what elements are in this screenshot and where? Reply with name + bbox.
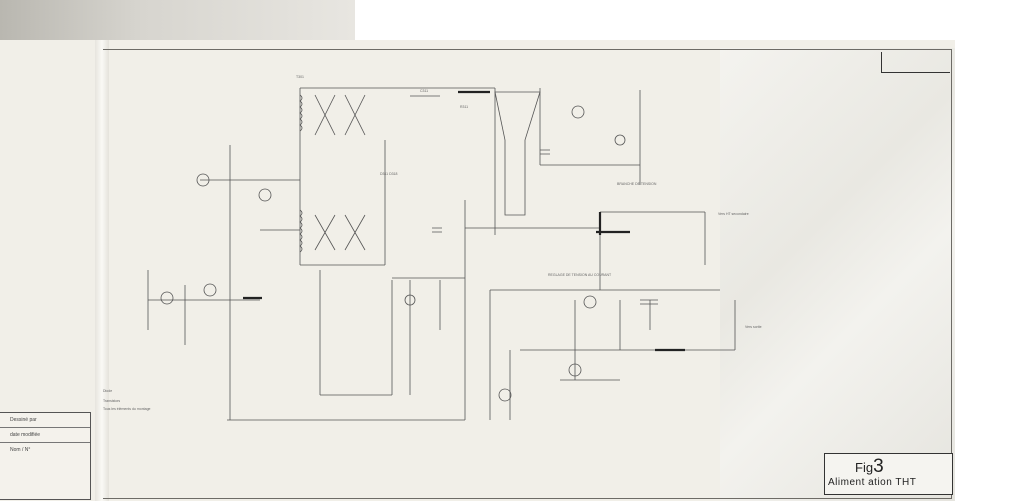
svg-text:Diode: Diode (103, 389, 112, 393)
svg-text:T301: T301 (296, 75, 304, 79)
svg-text:Vers HT secondaire: Vers HT secondaire (718, 212, 749, 216)
figure-number: 3 (873, 456, 884, 477)
drawing-frame (103, 49, 952, 499)
wrinkled-paper-area (720, 48, 955, 501)
figure-caption: Aliment ation THT (828, 477, 917, 488)
svg-text:D311 D318: D311 D318 (380, 172, 398, 176)
corner-title-box (881, 52, 950, 73)
title-block-date: date modifiée (0, 428, 90, 443)
svg-text:BRANCHE DE TENSION: BRANCHE DE TENSION (617, 182, 657, 186)
title-block: Dessiné par date modifiée Nom / N° (0, 412, 91, 500)
figure-label: Fig3 (855, 456, 884, 478)
svg-text:Transistors: Transistors (103, 399, 120, 403)
paper-fold (95, 40, 109, 501)
figure-title-box: Fig3 Aliment ation THT (824, 453, 953, 495)
svg-text:R311: R311 (460, 105, 468, 109)
svg-text:REGLAGE DE TENSION AU COURANT: REGLAGE DE TENSION AU COURANT (548, 273, 612, 277)
title-block-author: Dessiné par (0, 413, 90, 428)
title-block-name: Nom / N° (10, 447, 31, 453)
svg-text:C311: C311 (420, 89, 428, 93)
figure-prefix: Fig (855, 460, 874, 475)
svg-text:Vers sortie: Vers sortie (745, 325, 762, 329)
svg-text:Tous les éléments du montage: Tous les éléments du montage (103, 407, 151, 411)
